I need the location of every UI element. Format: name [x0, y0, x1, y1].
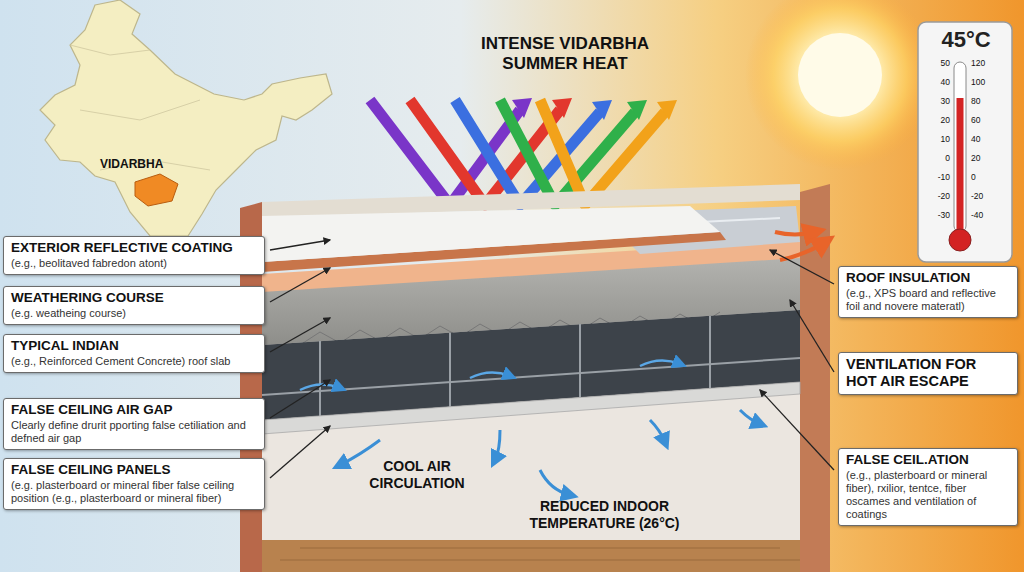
callout-heading: ROOF INSULATION [846, 270, 1010, 286]
scale-number: -20 [971, 191, 1003, 201]
figure-label: REDUCED INDOOR TEMPERATURE (26°C) [512, 498, 697, 532]
scale-number: 10 [922, 134, 950, 144]
scale-number: -10 [922, 172, 950, 182]
scale-number: 100 [971, 77, 1003, 87]
temperature-reading: 45°C [928, 27, 1004, 53]
scale-number: 40 [971, 134, 1003, 144]
callout-box: TYPICAL INDIAN(e.g., Reinforced Cement C… [3, 334, 265, 373]
scale-number: -30 [922, 210, 950, 220]
callout-heading: VENTILATION FOR HOT AIR ESCAPE [846, 356, 1010, 390]
callout-body: (e.g., plasterboard or mineral fiber), r… [846, 469, 1010, 521]
callout-body: (e.g., Reinforced Cement Concrete) roof … [11, 355, 257, 368]
callout-body: (e.g. weatheing course) [11, 307, 257, 320]
scale-number: 40 [922, 77, 950, 87]
callout-body: (e.g., XPS board and reflective foil and… [846, 287, 1010, 313]
scale-number: 120 [971, 58, 1003, 68]
scale-number: 20 [922, 115, 950, 125]
figure-label: COOL AIR CIRCULATION [352, 458, 482, 492]
callout-heading: EXTERIOR REFLECTIVE COATING [11, 240, 257, 256]
callout-box: WEATHERING COURSE(e.g. weatheing course) [3, 286, 265, 325]
scale-number: 0 [971, 172, 1003, 182]
callout-box: EXTERIOR REFLECTIVE COATING(e.g., beolit… [3, 236, 265, 275]
scale-number: 60 [971, 115, 1003, 125]
diagram-title: INTENSE VIDARBHA SUMMER HEAT [480, 34, 650, 74]
callout-heading: FALSE CEIL.ATION [846, 452, 1010, 468]
callout-box: FALSE CEILING AIR GAPClearly define drur… [3, 398, 265, 450]
figure-label: VIDARBHA [100, 157, 190, 171]
callout-heading: FALSE CEILING PANELS [11, 462, 257, 478]
callout-body: Clearly define drurit pporting false cet… [11, 419, 257, 445]
callout-heading: FALSE CEILING AIR GAP [11, 402, 257, 418]
scale-number: 50 [922, 58, 950, 68]
callout-box: FALSE CEILING PANELS(e.g. plasterboard o… [3, 458, 265, 510]
callout-box: ROOF INSULATION(e.g., XPS board and refl… [838, 266, 1018, 318]
callout-box: VENTILATION FOR HOT AIR ESCAPE [838, 352, 1018, 395]
scale-number: 0 [922, 153, 950, 163]
scale-number: -20 [922, 191, 950, 201]
scale-number: 80 [971, 96, 1003, 106]
callout-heading: WEATHERING COURSE [11, 290, 257, 306]
callout-body: (e.g. plasterboard or mineral fiber fals… [11, 479, 257, 505]
callout-box: FALSE CEIL.ATION(e.g., plasterboard or m… [838, 448, 1018, 526]
scale-number: 30 [922, 96, 950, 106]
callout-heading: TYPICAL INDIAN [11, 338, 257, 354]
scale-number: 20 [971, 153, 1003, 163]
scale-number: -40 [971, 210, 1003, 220]
callout-body: (e.g., beolitaved fabredon atont) [11, 257, 257, 270]
